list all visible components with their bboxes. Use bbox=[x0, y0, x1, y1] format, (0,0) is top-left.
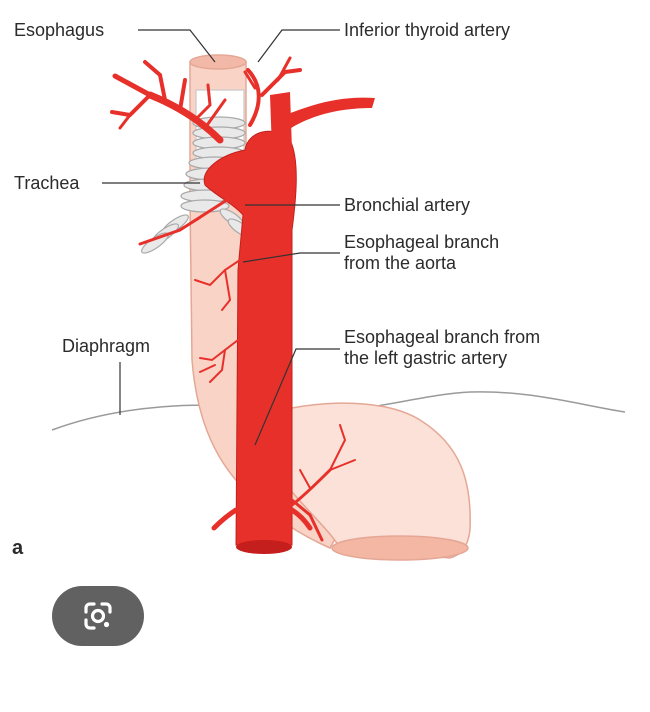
google-lens-button[interactable] bbox=[52, 586, 144, 646]
panel-label: a bbox=[12, 538, 23, 559]
label-trachea: Trachea bbox=[14, 173, 79, 194]
label-esophageal-branch-aorta: Esophageal branch from the aorta bbox=[344, 232, 499, 274]
label-diaphragm: Diaphragm bbox=[62, 336, 150, 357]
label-esophagus: Esophagus bbox=[14, 20, 104, 41]
label-inferior-thyroid-artery: Inferior thyroid artery bbox=[344, 20, 510, 41]
google-lens-icon bbox=[78, 596, 118, 636]
label-esophageal-branch-gastric: Esophageal branch from the left gastric … bbox=[344, 327, 540, 369]
label-bronchial-artery: Bronchial artery bbox=[344, 195, 470, 216]
